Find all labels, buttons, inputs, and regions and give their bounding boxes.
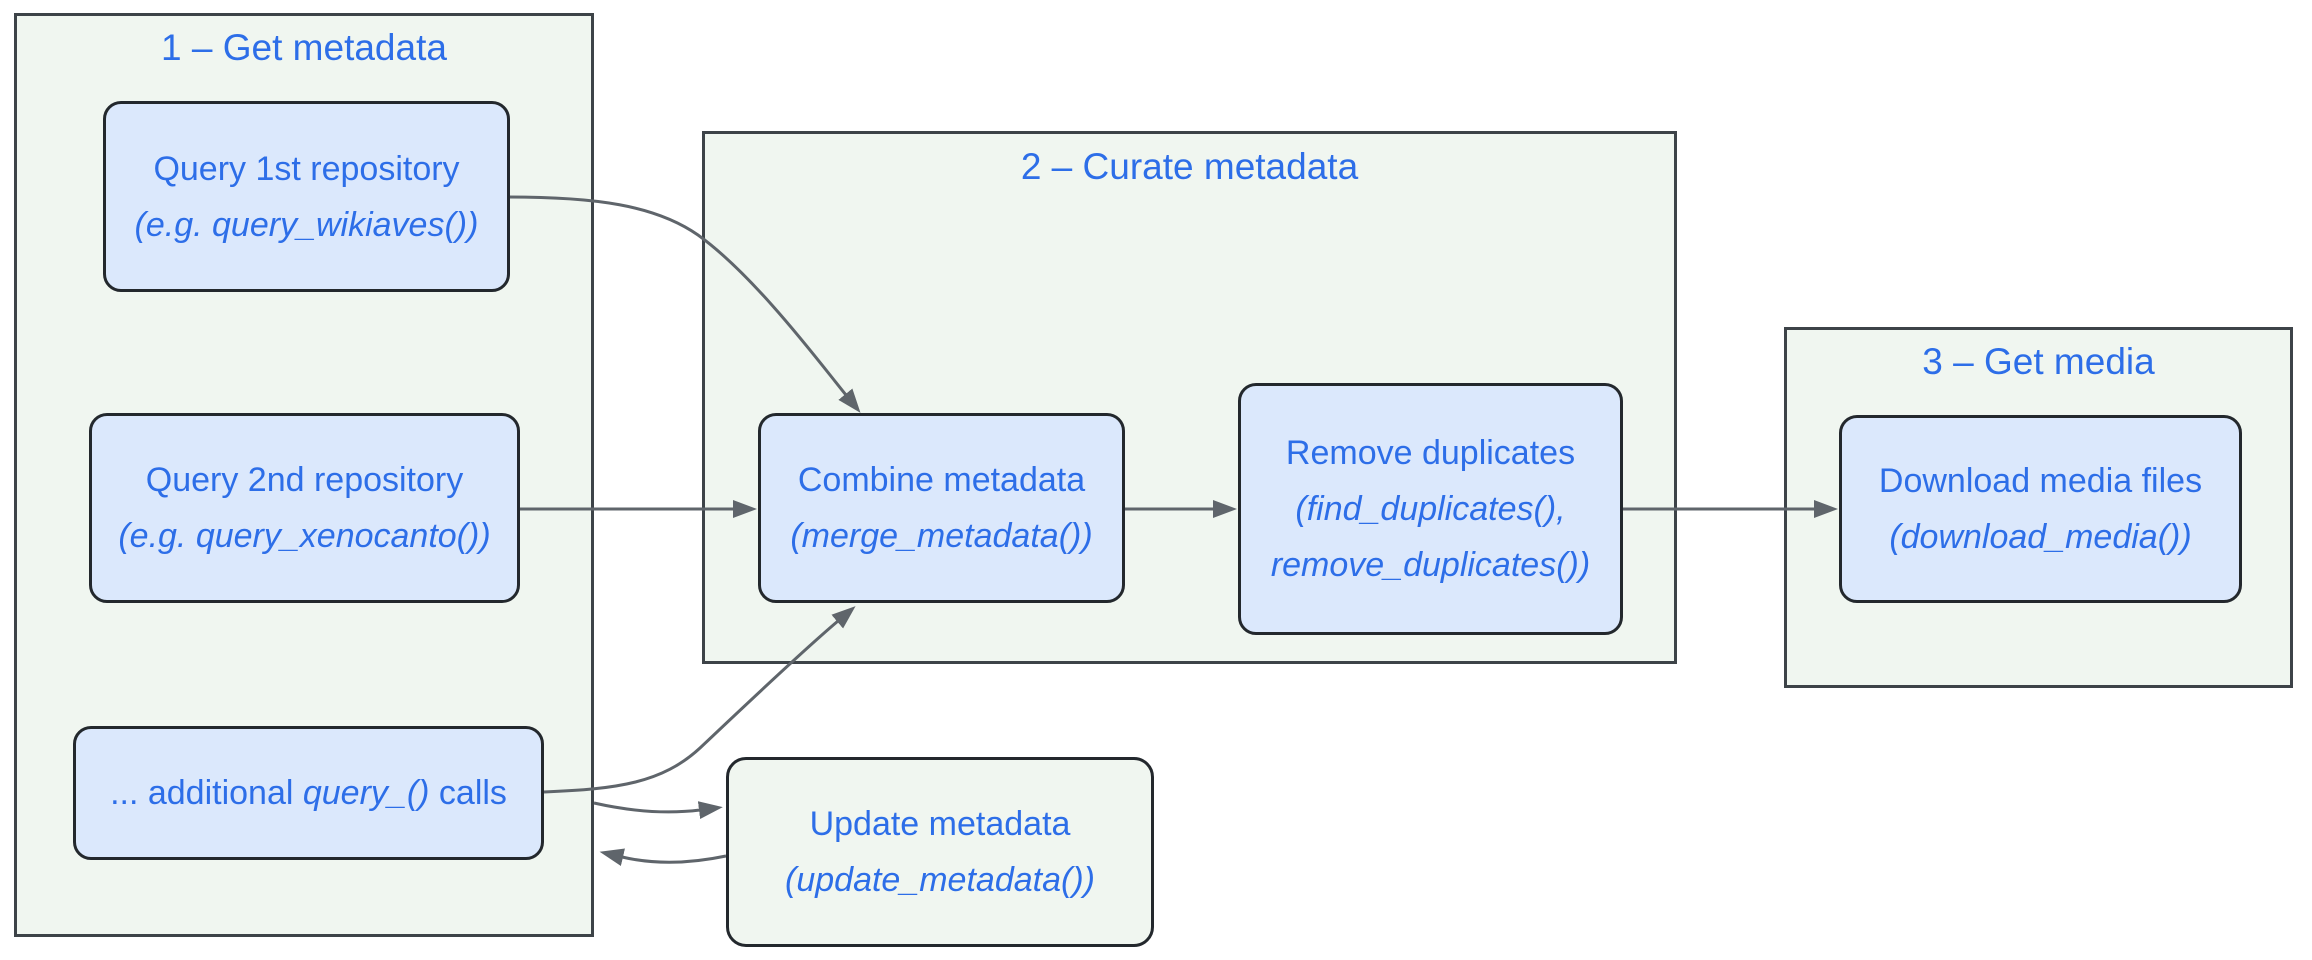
stage-3-title: 3 – Get media (1922, 341, 2155, 382)
node-function-line: (update_metadata()) (785, 861, 1095, 899)
node-function-line: (e.g. query_wikiaves()) (134, 205, 479, 244)
node-query-1st-repository: Query 1st repository (e.g. query_wikiave… (103, 101, 510, 292)
node-function-line: remove_duplicates()) (1270, 546, 1591, 584)
node-label-suffix: calls (429, 774, 507, 812)
node-additional-query-calls: ... additional query_() calls (73, 726, 544, 860)
node-function-line: (download_media()) (1889, 518, 2192, 556)
arrow-update-to-stage1 (599, 848, 727, 866)
node-update-metadata: Update metadata (update_metadata()) (726, 757, 1154, 947)
node-remove-duplicates: Remove duplicates (find_duplicates(), re… (1238, 383, 1623, 635)
node-label-line: Update metadata (809, 805, 1071, 843)
stage-1-title: 1 – Get metadata (161, 27, 447, 68)
arrow-stage1-to-update (593, 801, 723, 820)
stage-2-title: 2 – Curate metadata (1020, 146, 1359, 187)
node-function-line: (merge_metadata()) (790, 517, 1093, 555)
node-label-line: ... additional query_() calls (110, 765, 507, 821)
node-download-media-files: Download media files (download_media()) (1839, 415, 2242, 603)
node-function-line: (find_duplicates(), (1295, 490, 1566, 528)
node-label-line: Query 1st repository (153, 149, 460, 188)
node-label-function: query_() (302, 774, 430, 812)
node-function-line: (e.g. query_xenocanto()) (118, 517, 491, 555)
node-combine-metadata: Combine metadata (merge_metadata()) (758, 413, 1125, 603)
node-label-line: Remove duplicates (1285, 434, 1576, 472)
node-label-line: Download media files (1878, 462, 2203, 500)
node-label-prefix: ... additional (110, 774, 303, 812)
node-label-line: Query 2nd repository (145, 461, 464, 499)
node-label-line: Combine metadata (797, 461, 1086, 499)
node-query-2nd-repository: Query 2nd repository (e.g. query_xenocan… (89, 413, 520, 603)
